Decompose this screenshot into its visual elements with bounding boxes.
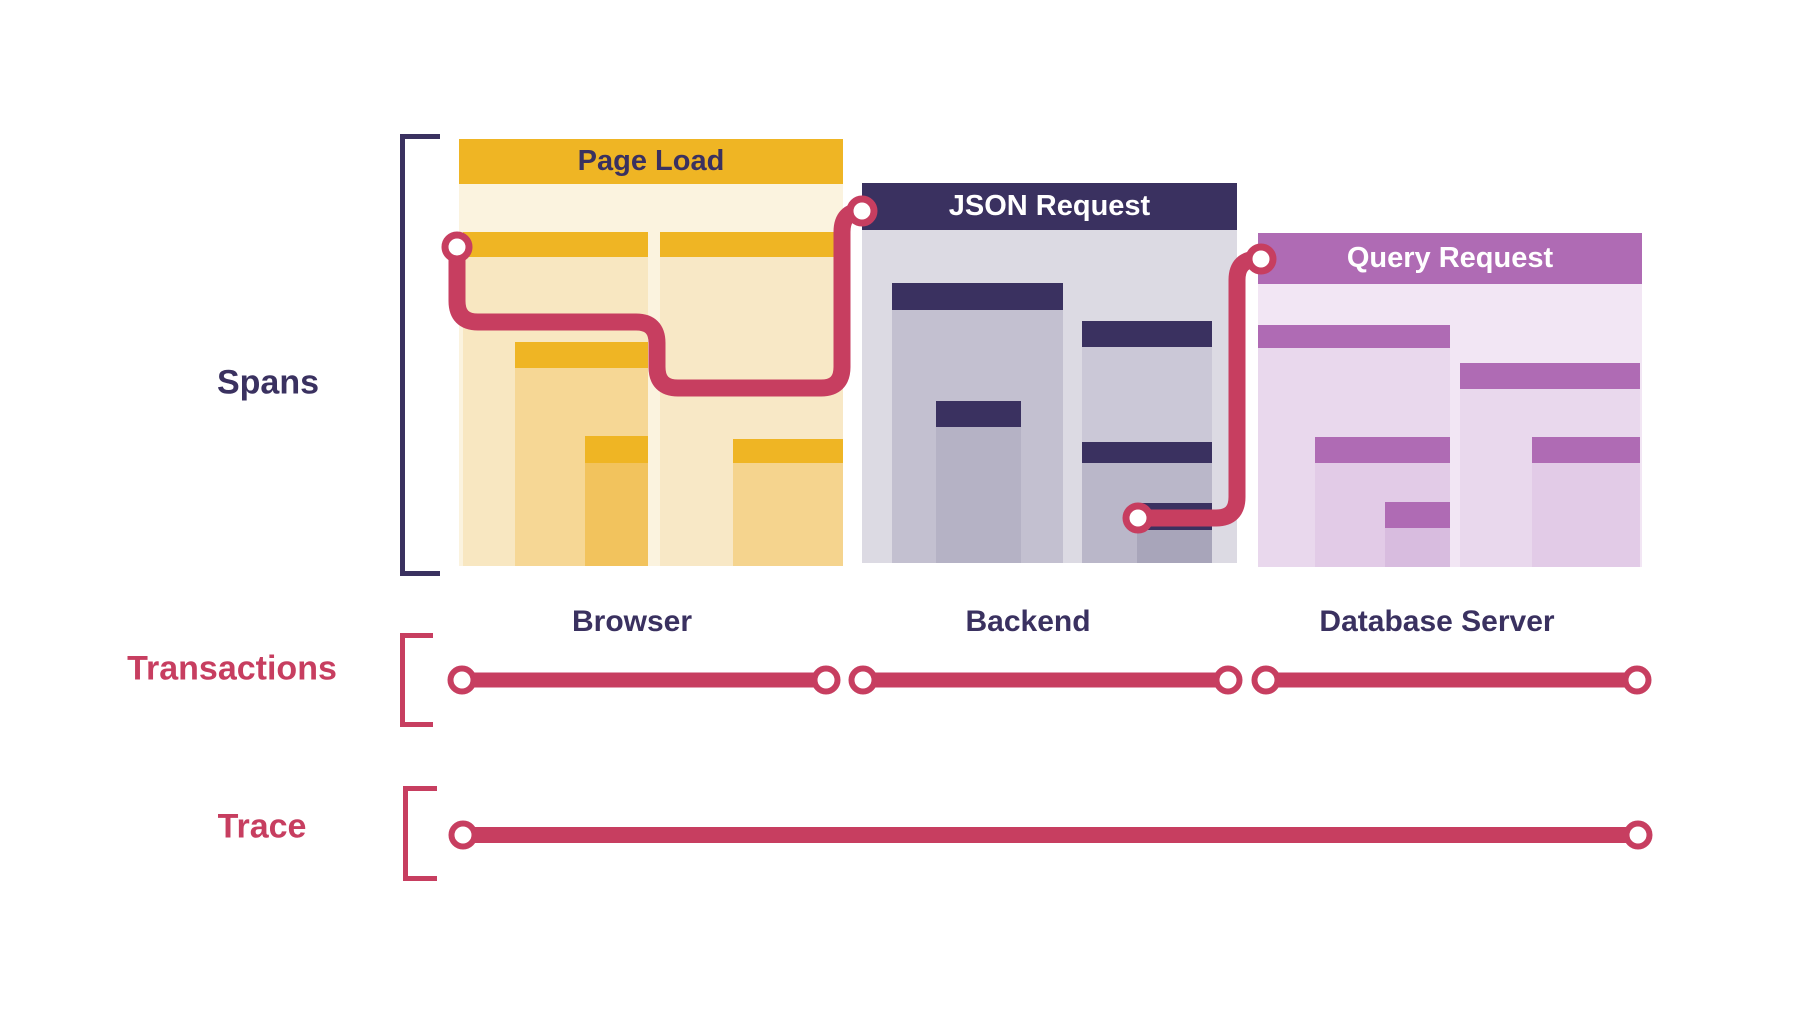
span-bar-header [1315,437,1450,463]
span-bar-track [936,427,1021,563]
span-bar [1082,321,1212,442]
panel-query-request-header: Query Request [1258,233,1642,284]
transactions-row-label: Transactions [127,649,337,688]
endpoint-marker [448,820,478,850]
endpoint-marker [447,665,477,695]
endpoint-marker [811,665,841,695]
span-bar-header [1532,437,1640,463]
span-bar-header [463,232,648,257]
source-label-browser: Browser [571,605,693,638]
panel-query-request: Query Request [1258,233,1642,567]
panel-json-request: JSON Request [862,183,1237,563]
spans-bracket [400,134,440,576]
span-bar [1137,503,1212,563]
panel-page-load-title: Page Load [577,145,725,177]
span-bar-header [515,342,648,368]
endpoint-marker [848,665,878,695]
span-bar-header [1460,363,1640,389]
span-bar-track [1532,463,1640,567]
span-bar-track [1385,528,1450,567]
panel-json-request-title: JSON Request [948,190,1151,222]
span-bar-track [585,463,648,566]
endpoint-marker [1623,820,1653,850]
span-bar-header [936,401,1021,427]
span-bar-track [733,463,843,566]
transactions-bracket [400,633,433,727]
span-bar-header [585,436,648,463]
span-bar-header [660,232,843,257]
span-bar-header [1385,502,1450,528]
span-bar-header [733,439,843,463]
source-label-backend: Backend [965,605,1091,638]
span-bar-header [1082,442,1212,463]
panel-page-load: Page Load [459,139,843,566]
span-bar-header [1137,503,1212,530]
span-bar [1385,502,1450,567]
panel-page-load-header: Page Load [459,139,843,184]
span-bar [936,401,1021,563]
span-bar [733,439,843,566]
source-label-database-server: Database Server [1319,605,1555,638]
trace-bracket [403,786,437,881]
spans-row-label: Spans [216,363,320,402]
panel-json-request-header: JSON Request [862,183,1237,230]
endpoint-marker [1213,665,1243,695]
span-bar-track [1082,347,1212,442]
span-bar [585,436,648,566]
trace-row-label: Trace [217,807,307,846]
span-bar-header [1258,325,1450,348]
span-bar-header [892,283,1063,310]
endpoint-marker [1251,665,1281,695]
span-bar-track [1137,530,1212,563]
span-bar [1532,437,1640,567]
span-bar-header [1082,321,1212,347]
endpoint-marker [1622,665,1652,695]
panel-query-request-title: Query Request [1346,242,1554,274]
